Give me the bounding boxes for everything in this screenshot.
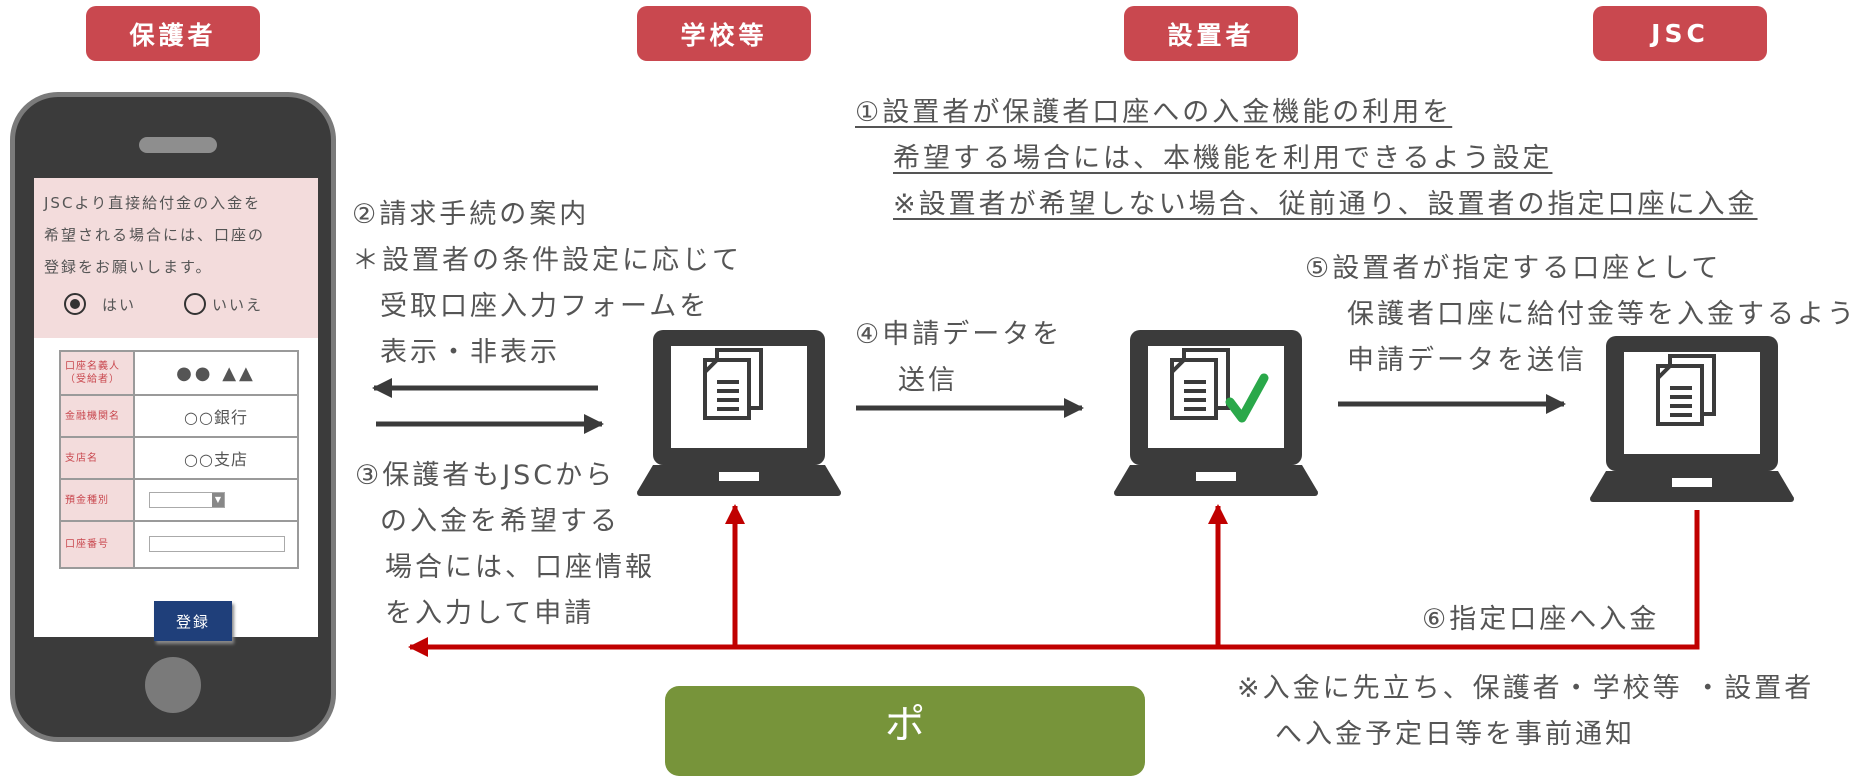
bank-name-value[interactable]: ○○銀行: [184, 408, 248, 427]
chevron-down-icon: ▼: [212, 493, 224, 507]
radio-yes-label: はい: [102, 296, 137, 314]
deposit-type-select[interactable]: ▼: [149, 492, 225, 508]
step4-line2: 送信: [898, 365, 958, 396]
field-label-account-holder-line2: （受給者）: [65, 374, 120, 385]
step2-line2: ＊設置者の条件設定に応じて: [352, 245, 742, 276]
form-row-account-number: 口座番号: [61, 522, 297, 567]
message-line-3: 登録をお願いします。: [44, 258, 213, 276]
header-guardian: 保護者: [86, 6, 260, 61]
document-icon: [1656, 354, 1716, 426]
phone-speaker: [139, 137, 217, 153]
field-label-account-holder: 口座名義人 （受給者）: [61, 352, 135, 394]
note-line1: ※入金に先立ち、保護者・学校等 ・設置者: [1237, 673, 1815, 704]
school-laptop: [637, 330, 841, 496]
field-label-branch: 支店名: [61, 438, 135, 478]
field-label-account-holder-line1: 口座名義人: [65, 361, 120, 372]
header-founder: 設置者: [1124, 6, 1298, 61]
step4-line1: ④申請データを: [855, 319, 1063, 350]
application-message-panel: JSCより直接給付金の入金を 希望される場合には、口座の 登録をお願いします。 …: [34, 178, 318, 338]
founder-laptop: [1114, 330, 1318, 496]
account-form: 口座名義人 （受給者） ●● ▲▲ 金融機関名 ○○銀行 支店名 ○○支店 預金種…: [59, 350, 299, 569]
message-line-1: JSCより直接給付金の入金を: [44, 194, 262, 212]
note-line2: へ入金予定日等を事前通知: [1275, 719, 1635, 750]
form-row-bank-name: 金融機関名 ○○銀行: [61, 396, 297, 438]
step3-line4: を入力して申請: [385, 598, 595, 629]
step1-line1: ①設置者が保護者口座への入金機能の利用を: [855, 97, 1453, 128]
step3-line3: 場合には、口座情報: [385, 552, 655, 583]
step5-line3: 申請データを送信: [1347, 345, 1587, 376]
document-icon: [703, 348, 763, 420]
radio-yes[interactable]: [64, 293, 86, 315]
header-school: 学校等: [637, 6, 811, 61]
radio-no-label: いいえ: [212, 296, 264, 314]
home-button: [145, 657, 201, 713]
field-label-account-number: 口座番号: [61, 522, 135, 567]
step2-line4: 表示・非表示: [380, 337, 560, 368]
jsc-laptop: [1590, 336, 1794, 502]
phone-screen: JSCより直接給付金の入金を 希望される場合には、口座の 登録をお願いします。 …: [34, 178, 318, 641]
step1-line3: ※設置者が希望しない場合、従前通り、設置者の指定口座に入金: [893, 189, 1758, 220]
step2-line3: 受取口座入力フォームを: [380, 291, 710, 322]
field-label-bank-name: 金融機関名: [61, 396, 135, 436]
step3-line2: の入金を希望する: [380, 506, 620, 537]
step6: ⑥指定口座へ入金: [1422, 604, 1660, 635]
radio-no[interactable]: [184, 293, 206, 315]
step2-line1: ②請求手続の案内: [352, 199, 590, 230]
account-holder-value[interactable]: ●● ▲▲: [176, 362, 256, 384]
form-row-branch: 支店名 ○○支店: [61, 438, 297, 480]
message-line-2: 希望される場合には、口座の: [44, 226, 266, 244]
step5-line2: 保護者口座に給付金等を入金するよう: [1347, 299, 1854, 330]
form-row-account-holder: 口座名義人 （受給者） ●● ▲▲: [61, 352, 297, 396]
step1-line2: 希望する場合には、本機能を利用できるよう設定: [893, 143, 1553, 174]
point-box-text: ポ: [885, 702, 925, 748]
form-row-deposit-type: 預金種別 ▼: [61, 480, 297, 522]
document-icon: [1170, 348, 1230, 420]
smartphone: JSCより直接給付金の入金を 希望される場合には、口座の 登録をお願いします。 …: [10, 92, 336, 742]
account-number-input[interactable]: [149, 536, 285, 552]
branch-value[interactable]: ○○支店: [184, 450, 248, 469]
register-button[interactable]: 登録: [154, 601, 232, 641]
header-jsc: JSC: [1593, 6, 1767, 61]
step5-line1: ⑤設置者が指定する口座として: [1305, 253, 1722, 284]
field-label-deposit-type: 預金種別: [61, 480, 135, 520]
check-icon: [1225, 373, 1269, 423]
step3-line1: ③保護者もJSCから: [355, 460, 616, 491]
point-box: ポ: [665, 686, 1145, 776]
